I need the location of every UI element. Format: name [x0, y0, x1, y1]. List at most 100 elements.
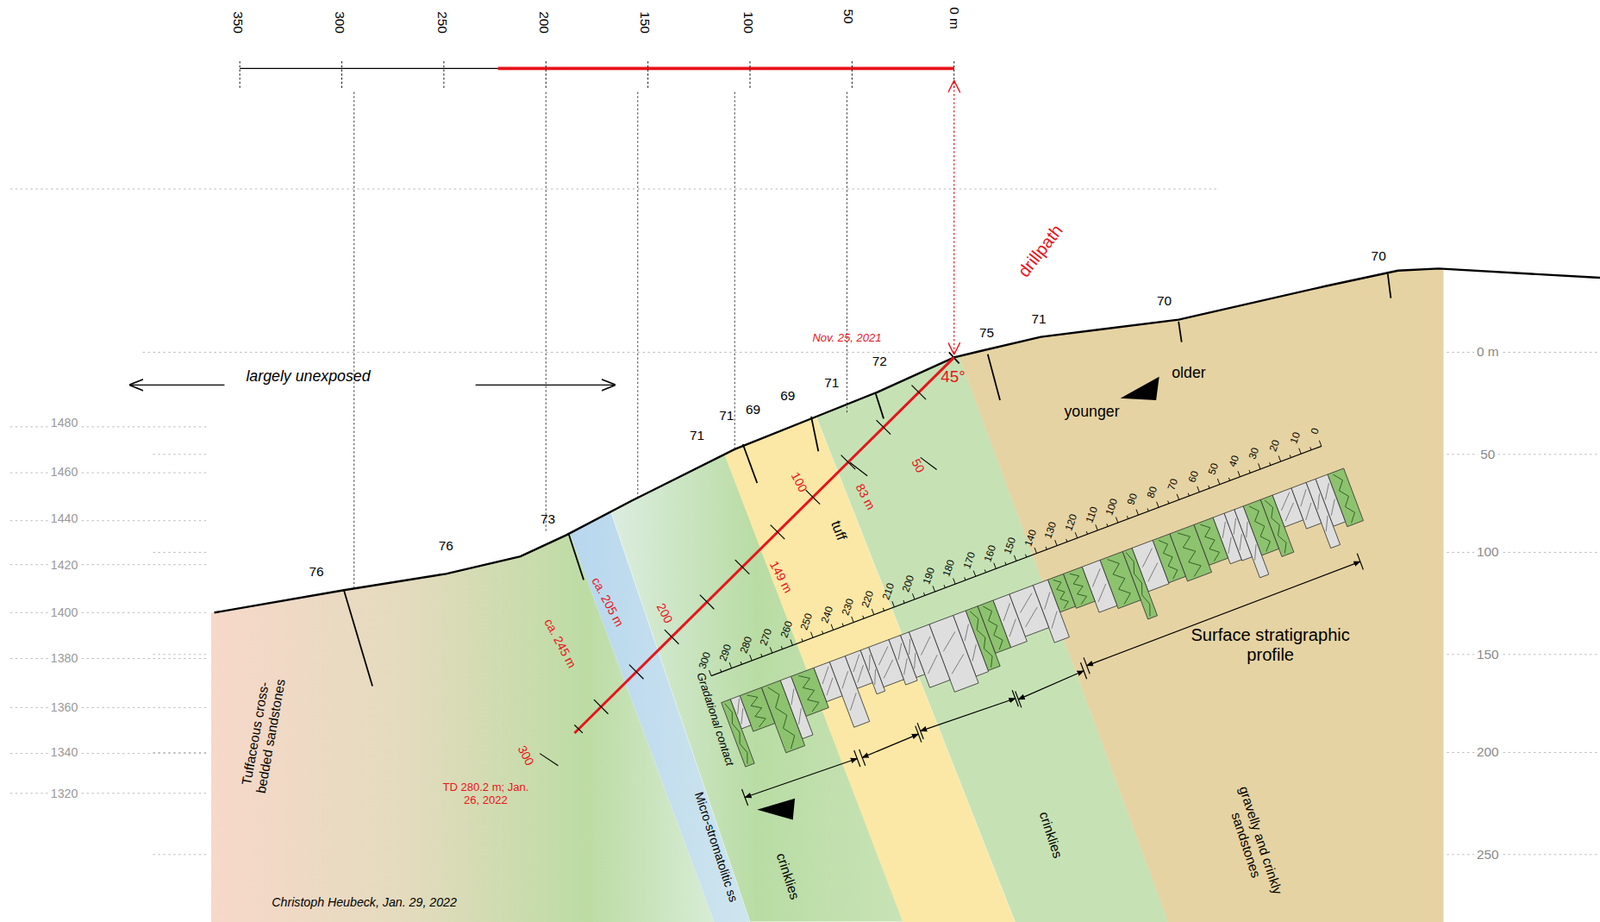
profile-tick [822, 631, 824, 634]
grid-lines [10, 188, 1600, 855]
profile-tick [903, 600, 905, 603]
dip-marker [1178, 321, 1182, 343]
cross-bedding [1306, 502, 1312, 520]
cross-bedding [1098, 583, 1107, 602]
section-bracket [1087, 561, 1361, 666]
drill-tick [911, 385, 926, 400]
grid-line [10, 563, 210, 565]
dip-marker [568, 532, 584, 580]
profile-scale-value: 230 [839, 596, 857, 617]
profile-tick [862, 615, 864, 619]
extent-arrow [475, 384, 615, 386]
cross-bedding [1233, 518, 1236, 535]
drill-tick [593, 699, 609, 714]
bracket-end [1356, 553, 1363, 570]
cross-bedding [842, 670, 849, 688]
cross-bedding [1228, 537, 1232, 554]
profile-scale-value: 80 [1145, 484, 1161, 500]
profile-tick [1055, 539, 1058, 546]
drill-depth: 149 m [766, 558, 795, 595]
cross-bedding [914, 652, 916, 669]
profile-tick [1249, 469, 1250, 473]
profile-scale-value: 290 [717, 642, 735, 663]
profile-tick [1237, 470, 1241, 477]
profile-tick [1075, 531, 1078, 538]
profile-tick [1115, 516, 1119, 523]
profile-tick [709, 669, 713, 676]
drill-tick [700, 594, 715, 610]
profile-tick [943, 584, 945, 588]
depth-value: 0 m [1474, 344, 1502, 361]
elevation-value: 1460 [48, 464, 82, 479]
cross-bedding [874, 668, 876, 685]
projection-line [545, 92, 547, 533]
profile-scale-value: 170 [961, 550, 979, 571]
elevation-value: 1420 [48, 556, 82, 571]
profile-scale-value: 30 [1247, 446, 1263, 462]
cross-bedding [822, 666, 829, 684]
depth-value: 150 [1474, 646, 1502, 663]
grid-line [10, 657, 210, 659]
scale-tick [851, 61, 853, 88]
profile-tick [740, 661, 742, 664]
elevation-value: 1480 [48, 415, 82, 430]
cross-bedding [1255, 543, 1257, 560]
cross-bedding [1331, 499, 1335, 516]
profile-scale-value: 180 [941, 558, 959, 579]
profile-tick [1168, 500, 1169, 504]
profile-scale-value: 220 [859, 588, 877, 609]
profile-scale-value: 110 [1083, 505, 1100, 525]
grid-line [10, 612, 210, 613]
profile-tick [973, 570, 976, 577]
scale-value: 250 [434, 11, 450, 34]
scale-tick [750, 61, 751, 88]
dip-value: 70 [1156, 293, 1172, 309]
scale-value: 200 [536, 11, 552, 34]
drill-note: Nov. 25, 2021 [812, 331, 882, 344]
profile-tick [924, 592, 925, 595]
depth-value: 100 [1474, 544, 1502, 561]
scale-bar [239, 68, 955, 69]
elevation-value: 1340 [48, 744, 82, 759]
cross-bedding [964, 624, 969, 641]
cross-bedding [878, 645, 888, 665]
bracket-end [915, 725, 922, 743]
drill-depth: ca. 245 m [541, 615, 580, 670]
profile-tick [871, 608, 875, 615]
profile-scale-value: 0 [1309, 425, 1323, 436]
profile-tick [1086, 531, 1088, 534]
profile-tick [932, 585, 936, 592]
cross-bedding [943, 631, 956, 651]
profile-tick [1187, 493, 1189, 496]
profile-tick [1156, 501, 1160, 508]
cross-bedding [1142, 548, 1152, 568]
profile-scale-value: 40 [1226, 454, 1242, 469]
profile-scale-value: 210 [880, 581, 898, 601]
grid-line [1446, 453, 1600, 455]
grid-line [153, 653, 210, 655]
cross-bedding [972, 643, 976, 661]
cross-bedding [1044, 591, 1050, 609]
elevation-value: 1360 [48, 700, 82, 714]
profile-tick [892, 600, 895, 607]
grid-line [10, 519, 210, 521]
profile-tick [1228, 477, 1230, 481]
annotation: largely unexposed [245, 366, 370, 384]
profile-tick [851, 616, 855, 623]
scale-value: 300 [331, 11, 348, 34]
cross-bedding [904, 657, 908, 675]
profile-tick [810, 631, 813, 638]
annotation: Christoph Heubeck, Jan. 29, 2022 [271, 894, 457, 909]
annotation: Gradational contact [693, 670, 736, 768]
dip-value: 71 [689, 428, 705, 444]
cross-bedding [1285, 502, 1294, 521]
drill-path [574, 356, 954, 733]
grid-line [1446, 751, 1600, 753]
cross-bedding [1300, 488, 1307, 507]
drill-depth: ca. 205 m [589, 575, 628, 630]
profile-scale-value: 120 [1062, 512, 1081, 532]
projection-arrow [953, 81, 955, 354]
profile-tick [1034, 547, 1038, 554]
cross-bedding [850, 692, 857, 710]
